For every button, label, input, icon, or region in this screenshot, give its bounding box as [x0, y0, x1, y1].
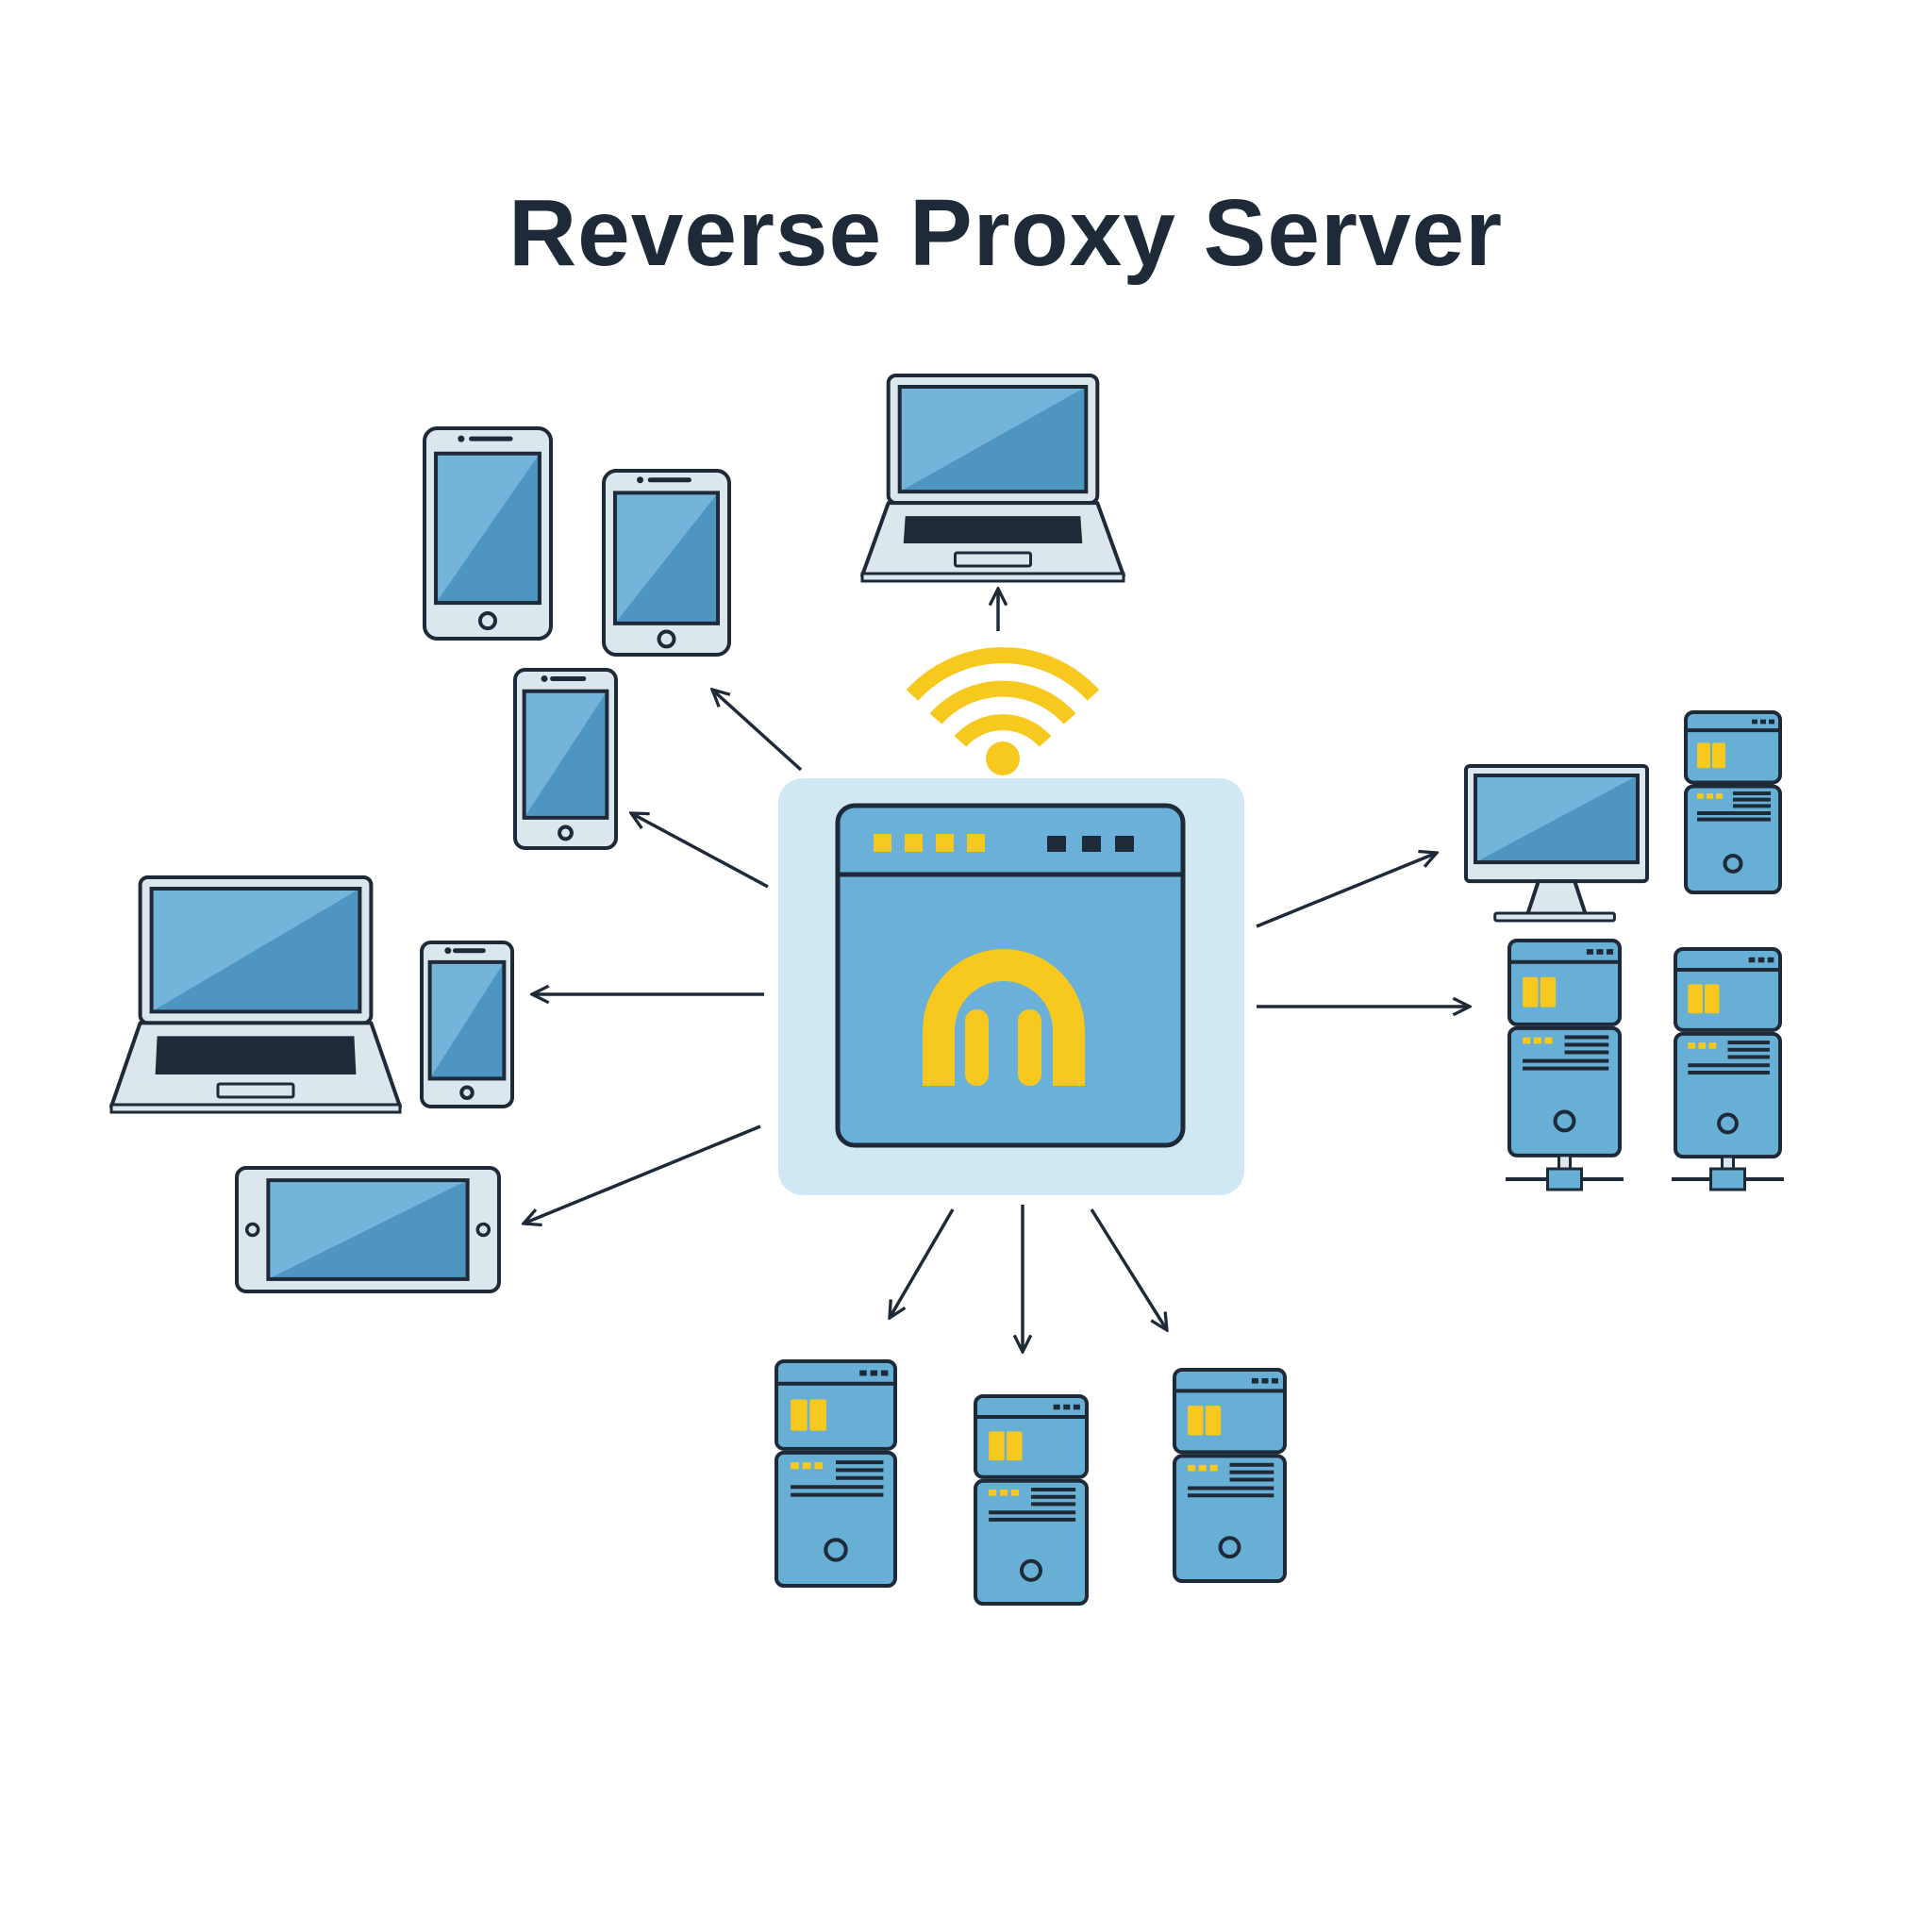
drive-bay — [989, 1431, 1005, 1461]
devices-layer — [109, 374, 1784, 1607]
server-top-right — [1684, 710, 1782, 894]
drive-bay — [1688, 984, 1703, 1014]
drive-bay — [1540, 976, 1557, 1008]
desktop-monitor — [1464, 764, 1649, 923]
home-button — [558, 824, 574, 841]
tablet-portrait — [602, 469, 731, 657]
screen — [897, 385, 1089, 494]
keyboard — [903, 516, 1083, 543]
server-bottom-unit — [1684, 784, 1782, 894]
server-bottom-unit — [1507, 1025, 1622, 1158]
wifi-icon — [906, 647, 1100, 775]
keyboard — [155, 1036, 357, 1074]
power-button — [1553, 1109, 1576, 1133]
screen — [522, 689, 609, 820]
home-button — [657, 629, 676, 649]
arrow-to-desktop-monitor — [1256, 853, 1437, 928]
network-port — [1546, 1167, 1583, 1191]
phone-small — [513, 668, 618, 850]
window-dots-dark — [1047, 836, 1134, 852]
server-right-1 — [1506, 939, 1624, 1191]
window-dots-yellow — [874, 834, 985, 852]
phone-left — [420, 941, 514, 1108]
power-button — [1717, 1112, 1739, 1135]
laptop-top — [860, 374, 1125, 583]
power-button — [1019, 1558, 1043, 1582]
screen — [612, 491, 721, 625]
screen — [149, 887, 362, 1014]
arrow-to-tablet-portrait — [712, 690, 803, 772]
server-bottom-1 — [774, 1359, 897, 1588]
server-bottom-3 — [1173, 1368, 1287, 1583]
screen — [434, 451, 541, 606]
power-button — [824, 1538, 848, 1562]
home-button — [459, 1085, 475, 1100]
trackpad — [216, 1082, 295, 1099]
arrow-to-server-bottom-3 — [1090, 1208, 1167, 1330]
diagram-title: Reverse Proxy Server — [508, 180, 1504, 286]
tablet-landscape — [235, 1166, 501, 1293]
screen — [266, 1178, 470, 1281]
screen — [1474, 774, 1640, 865]
network-port — [1709, 1167, 1746, 1191]
gateway-arch-icon — [923, 949, 1085, 1086]
arrow-to-phone-small — [631, 813, 769, 889]
screen — [427, 959, 507, 1081]
reverse-proxy-node — [778, 647, 1244, 1195]
drive-bay — [1007, 1431, 1023, 1461]
phone-large — [423, 426, 553, 641]
server-bottom-unit — [774, 1450, 897, 1588]
drive-bay — [1705, 984, 1720, 1014]
server-right-2 — [1672, 947, 1784, 1191]
drive-bay — [809, 1399, 826, 1431]
server-bottom-unit — [974, 1478, 1089, 1607]
server-bottom-2 — [974, 1394, 1089, 1607]
power-button — [1218, 1536, 1241, 1559]
server-bottom-unit — [1674, 1031, 1782, 1159]
server-bottom-unit — [1173, 1454, 1287, 1583]
laptop-left — [109, 875, 402, 1114]
drive-bay — [1697, 742, 1710, 769]
drive-bay — [1523, 976, 1539, 1008]
drive-bay — [1205, 1406, 1222, 1436]
home-button — [477, 611, 498, 631]
power-button — [1723, 853, 1743, 874]
stand — [1524, 879, 1589, 916]
arrow-to-server-bottom-1 — [890, 1208, 955, 1318]
drive-bay — [791, 1399, 808, 1431]
drive-bay — [1712, 742, 1725, 769]
connection-arrows — [524, 589, 1470, 1352]
arrow-to-tablet-landscape — [524, 1124, 761, 1224]
drive-bay — [1188, 1406, 1204, 1436]
trackpad — [954, 551, 1032, 568]
